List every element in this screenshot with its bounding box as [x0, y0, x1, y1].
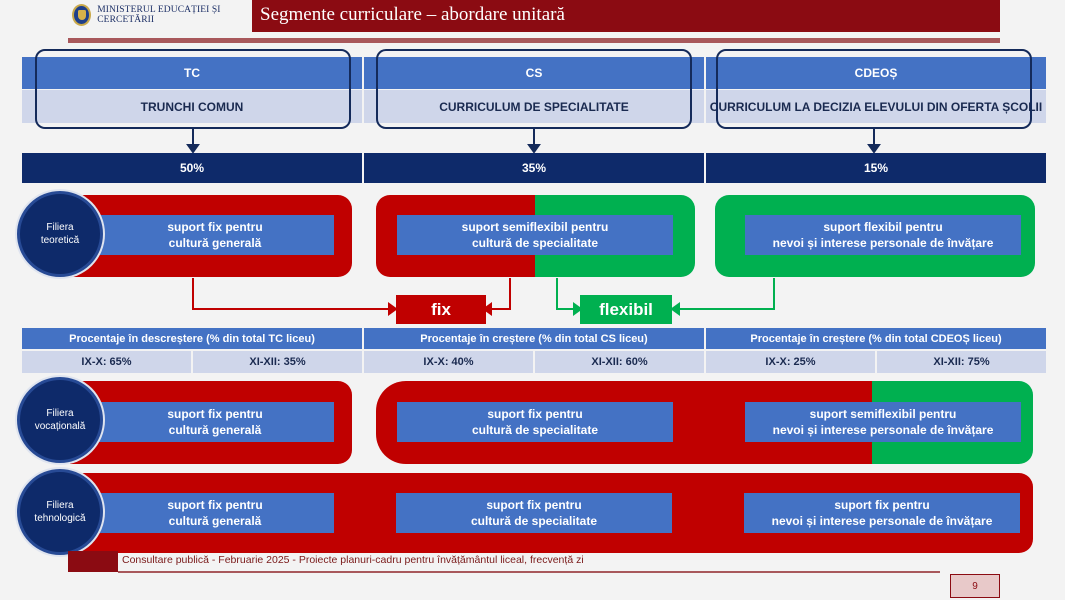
tc-xi-xii-value: XI-XII: 35% — [193, 351, 362, 373]
coat-of-arms-icon — [72, 4, 92, 26]
tehnologica-cdeos-box: suport fix pentru nevoi și interese pers… — [744, 493, 1020, 533]
tc-ix-x-value: IX-X: 65% — [22, 351, 191, 373]
teoretica-tc-box: suport fix pentru cultură generală — [96, 215, 334, 255]
col-cs-name: CURRICULUM DE SPECIALITATE — [364, 90, 704, 123]
flexibil-label: flexibil — [580, 295, 672, 324]
vocationala-cs-box: suport fix pentru cultură de specialitat… — [397, 402, 673, 442]
box-line: cultură de specialitate — [471, 423, 599, 437]
fix-arrow-left-head — [388, 302, 398, 316]
col-tc-code: TC — [22, 57, 362, 89]
cdeos-ix-x-value: IX-X: 25% — [706, 351, 875, 373]
box-line: suport fix pentru — [167, 498, 263, 512]
circle-line: vocațională — [34, 421, 86, 432]
circle-line: teoretică — [40, 235, 80, 246]
filiera-teoretica-label: Filiera teoretică — [17, 191, 103, 277]
circle-line: Filiera — [46, 408, 74, 419]
arrow-cs-head — [527, 144, 541, 154]
cs-xi-xii-value: XI-XII: 60% — [535, 351, 704, 373]
title-bar — [252, 0, 1000, 32]
col-cdeos-code: CDEOȘ — [706, 57, 1046, 89]
box-line: cultură generală — [168, 236, 262, 250]
col-cdeos-percent: 15% — [706, 153, 1046, 183]
arrow-cdeos-head — [867, 144, 881, 154]
filiera-tehnologica-label: Filiera tehnologică — [17, 469, 103, 555]
cs-progress-header: Procentaje în creștere (% din total CS l… — [364, 328, 704, 349]
box-line: suport fix pentru — [486, 498, 582, 512]
slide-title: Segmente curriculare – abordare unitară — [260, 4, 565, 25]
col-tc-percent: 50% — [22, 153, 362, 183]
filiera-vocationala-label: Filiera vocațională — [17, 377, 103, 463]
ministry-name: MINISTERUL EDUCAȚIEI ȘI CERCETĂRII — [97, 5, 221, 25]
circle-line: Filiera — [46, 222, 74, 233]
tehnologica-cs-box: suport fix pentru cultură de specialitat… — [396, 493, 672, 533]
box-line: suport semiflexibil pentru — [461, 220, 609, 234]
fix-connector-left — [192, 278, 390, 310]
teoretica-cs-box: suport semiflexibil pentru cultură de sp… — [397, 215, 673, 255]
header-divider — [68, 38, 1000, 43]
vocationala-cdeos-box: suport semiflexibil pentru nevoi și inte… — [745, 402, 1021, 442]
box-line: nevoi și interese personale de învățare — [772, 423, 994, 437]
col-cdeos-outline — [716, 49, 1032, 129]
tehnologica-tc-box: suport fix pentru cultură generală — [96, 493, 334, 533]
arrow-tc-head — [186, 144, 200, 154]
box-line: suport flexibil pentru — [823, 220, 943, 234]
tc-progress-header: Procentaje în descreștere (% din total T… — [22, 328, 362, 349]
cdeos-xi-xii-value: XI-XII: 75% — [877, 351, 1046, 373]
flex-connector-left — [556, 278, 575, 310]
vocationala-tc-box: suport fix pentru cultură generală — [96, 402, 334, 442]
fix-connector-right — [490, 278, 511, 310]
circle-line: tehnologică — [34, 513, 86, 524]
footer-divider — [118, 571, 940, 573]
circle-line: Filiera — [46, 500, 74, 511]
flex-arrow-left-head — [573, 302, 583, 316]
cdeos-progress-header: Procentaje în creștere (% din total CDEO… — [706, 328, 1046, 349]
col-tc-name: TRUNCHI COMUN — [22, 90, 362, 123]
box-line: suport fix pentru — [167, 220, 263, 234]
col-tc-outline — [35, 49, 351, 129]
box-line: nevoi și interese personale de învățare — [771, 514, 993, 528]
footer-accent — [68, 551, 118, 572]
cs-ix-x-value: IX-X: 40% — [364, 351, 533, 373]
box-line: suport semiflexibil pentru — [809, 407, 957, 421]
box-line: nevoi și interese personale de învățare — [772, 236, 994, 250]
box-line: suport fix pentru — [167, 407, 263, 421]
fix-arrow-right-head — [482, 302, 492, 316]
box-line: cultură generală — [168, 423, 262, 437]
ministry-logo: MINISTERUL EDUCAȚIEI ȘI CERCETĂRII — [72, 2, 252, 28]
col-cdeos-name: CURRICULUM LA DECIZIA ELEVULUI DIN OFERT… — [706, 90, 1046, 123]
box-line: suport fix pentru — [487, 407, 583, 421]
footer-text: Consultare publică - Februarie 2025 - Pr… — [122, 554, 584, 566]
teoretica-cdeos-box: suport flexibil pentru nevoi și interese… — [745, 215, 1021, 255]
flex-connector-right — [678, 278, 775, 310]
col-cs-percent: 35% — [364, 153, 704, 183]
box-line: cultură generală — [168, 514, 262, 528]
box-line: cultură de specialitate — [470, 514, 598, 528]
col-cs-code: CS — [364, 57, 704, 89]
box-line: suport fix pentru — [834, 498, 930, 512]
col-cs-outline — [376, 49, 692, 129]
page-number: 9 — [950, 574, 1000, 598]
fix-label: fix — [396, 295, 486, 324]
flex-arrow-right-head — [670, 302, 680, 316]
box-line: cultură de specialitate — [471, 236, 599, 250]
